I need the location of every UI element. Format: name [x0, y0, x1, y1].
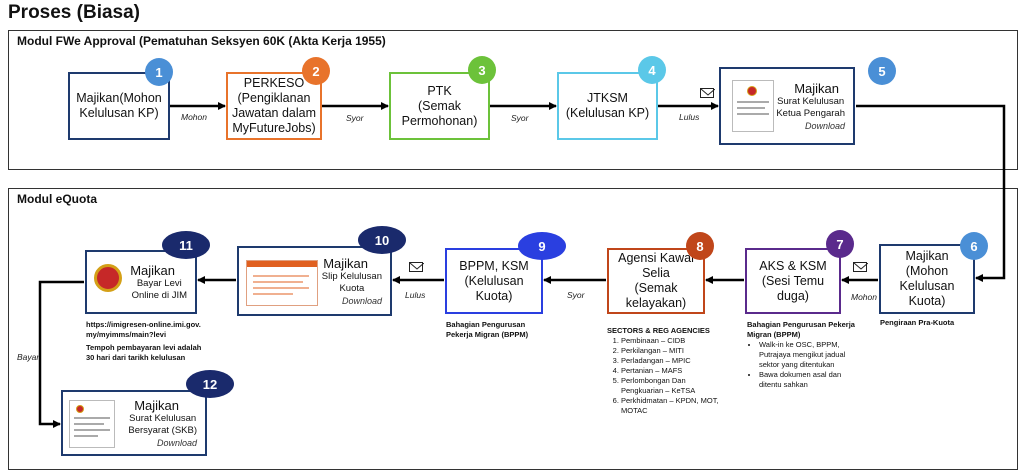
- edge-label-lulus-9: Lulus: [405, 290, 426, 300]
- step-10-download: Download: [341, 296, 382, 306]
- list-item: Perkilangan – MITI: [621, 346, 727, 356]
- step-8-label: Agensi Kawal Selia (Semak kelayakan): [618, 251, 694, 310]
- edge-label-syor-3: Syor: [511, 113, 529, 123]
- slip-thumbnail: [246, 260, 318, 306]
- step-7-note-title: Bahagian Pengurusan Pekerja Migran (BPPM…: [747, 320, 855, 339]
- edge-label-lulus-4: Lulus: [679, 112, 700, 122]
- step-7-badge: 7: [826, 230, 854, 258]
- levi-deadline: Tempoh pembayaran levi adalah 30 hari da…: [86, 343, 202, 362]
- list-item: Walk-in ke OSC, BPPM, Putrajaya mengikut…: [759, 340, 865, 370]
- step-8-note-list: Pembinaan – CIDB Perkilangan – MITI Perl…: [607, 336, 727, 416]
- step-4-label: JTKSM (Kelulusan KP): [565, 91, 650, 120]
- step-6-label: Majikan (Mohon Kelulusan Kuota): [899, 249, 955, 308]
- equota-module-title: Modul eQuota: [17, 192, 97, 206]
- step-7-note: Bahagian Pengurusan Pekerja Migran (BPPM…: [747, 320, 865, 390]
- step-6-box: Majikan (Mohon Kelulusan Kuota): [879, 244, 975, 314]
- step-9-note: Bahagian Pengurusan Pekerja Migran (BPPM…: [446, 320, 529, 339]
- step-9-badge: 9: [518, 232, 566, 260]
- step-2-box: PERKESO (Pengiklanan Jawatan dalam MyFut…: [226, 72, 322, 140]
- step-7-label: AKS & KSM (Sesi Temu duga): [759, 258, 827, 303]
- mail-icon: [700, 88, 715, 98]
- step-5-badge: 5: [868, 57, 896, 85]
- step-3-box: PTK (Semak Permohonan): [389, 72, 490, 140]
- step-7-box: AKS & KSM (Sesi Temu duga): [745, 248, 841, 314]
- step-12-label: Surat Kelulusan Bersyarat (SKB): [128, 413, 197, 436]
- list-item: Perladangan – MPIC: [621, 356, 727, 366]
- step-8-note: SECTORS & REG AGENCIES Pembinaan – CIDB …: [607, 326, 727, 416]
- step-4-box: JTKSM (Kelulusan KP): [557, 72, 658, 140]
- step-9-label: BPPM, KSM (Kelulusan Kuota): [459, 258, 529, 303]
- step-10-badge: 10: [358, 226, 406, 254]
- step-12-download: Download: [156, 438, 197, 448]
- edge-label-syor-2: Syor: [346, 113, 364, 123]
- step-12-badge: 12: [186, 370, 234, 398]
- edge-label-mohon-6: Mohon: [851, 292, 877, 302]
- jim-url: https://imigresen-online.imi.gov.my/myim…: [86, 320, 201, 339]
- step-11-label: Bayar Levi Online di JIM: [131, 277, 187, 301]
- edge-label-syor-7: Syor: [567, 290, 585, 300]
- step-6-badge: 6: [960, 232, 988, 260]
- mail-icon: [409, 262, 424, 272]
- step-8-note-title: SECTORS & REG AGENCIES: [607, 326, 710, 335]
- fwe-module-title: Modul FWe Approval (Pematuhan Seksyen 60…: [17, 34, 386, 48]
- step-12-title: Majikan: [134, 398, 179, 413]
- step-8-box: Agensi Kawal Selia (Semak kelayakan): [607, 248, 705, 314]
- step-10-title: Majikan: [323, 256, 368, 271]
- step-2-label: PERKESO (Pengiklanan Jawatan dalam MyFut…: [231, 76, 317, 135]
- step-11-title: Majikan: [130, 262, 175, 278]
- list-item: Pembinaan – CIDB: [621, 336, 727, 346]
- edge-label-bayar-11: Bayar: [17, 352, 40, 362]
- step-11-badge: 11: [162, 231, 210, 259]
- page-title: Proses (Biasa): [8, 2, 141, 23]
- step-6-note: Pengiraan Pra-Kuota: [880, 318, 955, 327]
- step-7-note-list: Walk-in ke OSC, BPPM, Putrajaya mengikut…: [747, 340, 865, 390]
- step-9-box: BPPM, KSM (Kelulusan Kuota): [445, 248, 543, 314]
- step-10-label: Slip Kelulusan Kuota: [321, 271, 382, 294]
- jim-logo: [94, 264, 122, 292]
- step-8-badge: 8: [686, 232, 714, 260]
- step-5-download: Download: [804, 121, 845, 131]
- edge-label-mohon-1: Mohon: [181, 112, 207, 122]
- list-item: Pertanian – MAFS: [621, 366, 727, 376]
- mail-icon: [853, 262, 868, 272]
- step-3-label: PTK (Semak Permohonan): [401, 83, 478, 128]
- document-thumbnail: [732, 80, 774, 132]
- step-2-badge: 2: [302, 57, 330, 85]
- list-item: Bawa dokumen asal dan ditentu sahkan: [759, 370, 865, 390]
- step-11-note: https://imigresen-online.imi.gov.my/myim…: [86, 320, 204, 363]
- step-5-title: Majikan: [794, 81, 839, 96]
- step-3-badge: 3: [468, 56, 496, 84]
- list-item: Perlombongan Dan Pengkuarian – KeTSA: [621, 376, 727, 396]
- step-1-label: Majikan(Mohon Kelulusan KP): [76, 91, 162, 120]
- skb-thumbnail: [69, 400, 115, 448]
- step-5-label: Surat Kelulusan Ketua Pengarah: [776, 96, 845, 119]
- step-4-badge: 4: [638, 56, 666, 84]
- step-1-badge: 1: [145, 58, 173, 86]
- list-item: Perkhidmatan – KPDN, MOT, MOTAC: [621, 396, 727, 416]
